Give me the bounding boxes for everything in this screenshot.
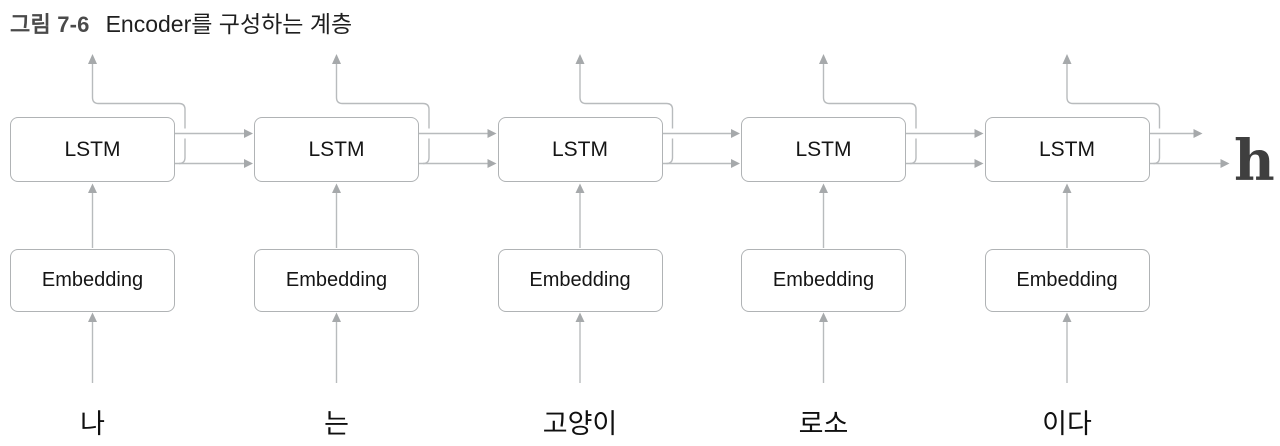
embedding-box: Embedding [254,249,419,312]
cell-state-arrowhead [487,129,497,138]
encoder-column-4: LSTM Embedding 로소 [741,0,906,446]
branch-lower-segment [1153,138,1161,165]
branch-lower-segment [422,138,430,165]
encoder-column-3: LSTM Embedding 고양이 [497,0,663,446]
hidden-state-arrowhead [244,159,253,168]
embedding-box: Embedding [497,249,663,312]
lstm-box: LSTM [984,117,1150,182]
figure-number-label: 그림 7-6 [10,12,90,37]
final-cell-state-arrowhead [1193,129,1203,138]
final-hidden-state-arrowhead [1220,159,1230,168]
figure-title: 그림 7-6 Encoder를 구성하는 계층 [10,5,352,39]
hidden-state-arrowhead [487,159,497,168]
branch-lower-segment [909,138,917,165]
embedding-box: Embedding [741,249,906,312]
cell-state-arrowhead [731,129,740,138]
embedding-box: Embedding [984,249,1150,312]
encoder-column-5: LSTM Embedding 이다 [984,0,1150,446]
hidden-state-symbol: h [1234,128,1275,194]
branch-lower-segment [666,138,674,165]
lstm-box: LSTM [10,117,175,182]
input-token: 나 [80,409,105,439]
figure-title-text: Encoder를 구성하는 계층 [105,11,353,37]
input-token: 는 [324,409,349,439]
encoder-column-2: LSTM Embedding 는 [254,0,419,446]
lstm-box: LSTM [254,117,419,182]
input-token: 로소 [798,409,849,439]
lstm-box: LSTM [497,117,663,182]
lstm-box: LSTM [741,117,906,182]
embedding-box: Embedding [10,249,175,312]
hidden-state-arrowhead [731,159,740,168]
cell-state-arrowhead [244,129,253,138]
input-token: 고양이 [542,409,618,439]
cell-state-arrowhead [974,129,984,138]
input-token: 이다 [1042,409,1092,439]
branch-lower-segment [178,138,186,165]
hidden-state-arrowhead [974,159,984,168]
encoder-column-1: LSTM Embedding 나 [10,0,175,446]
